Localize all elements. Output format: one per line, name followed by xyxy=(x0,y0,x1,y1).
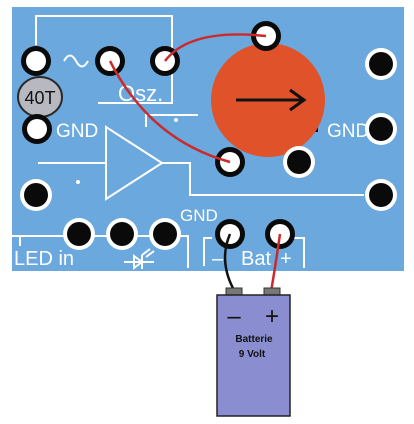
speaker-value-label: 40T xyxy=(24,88,55,108)
pad-right-lower-hole xyxy=(369,183,393,207)
pad-top-right-hole xyxy=(369,52,393,76)
wire-red-osz-to-pot xyxy=(108,60,231,164)
battery-minus-sign: – xyxy=(227,303,241,330)
pad-pot-right-hole xyxy=(287,150,311,174)
bat-label: Bat xyxy=(241,248,271,270)
wire-red-battery xyxy=(269,233,282,293)
marker-dot xyxy=(76,180,80,184)
pad-osz-1-hole xyxy=(26,51,46,71)
bat-minus-label: – xyxy=(212,248,224,270)
battery-body xyxy=(216,294,291,417)
pad-led-3-hole xyxy=(153,222,177,246)
wire-black-battery xyxy=(223,233,237,293)
battery-label-line1: Batterie xyxy=(235,334,273,345)
gnd-right-label: GND xyxy=(327,121,369,142)
silkscreen-lines xyxy=(10,15,364,270)
gnd-left-label: GND xyxy=(56,121,98,142)
gnd-bottom-label: GND xyxy=(180,206,218,225)
pad-gnd-right-hole xyxy=(369,117,393,141)
battery-label-line2: 9 Volt xyxy=(239,349,266,360)
potentiometer xyxy=(211,43,325,157)
pad-gnd-left-hole xyxy=(27,119,47,139)
wire-red-pot-to-osz xyxy=(164,33,267,62)
pad-led-2-hole xyxy=(110,222,134,246)
arrow-right-icon xyxy=(236,88,307,112)
pad-led-1-hole xyxy=(67,222,91,246)
battery-plus-sign: + xyxy=(265,303,279,330)
bat-plus-label: + xyxy=(280,248,292,270)
pad-amp-input-hole xyxy=(24,183,48,207)
dark-pads xyxy=(20,48,397,250)
led-in-label: LED in xyxy=(14,248,74,270)
battery: – + Batterie 9 Volt xyxy=(216,287,291,417)
marker-dot xyxy=(174,118,178,122)
